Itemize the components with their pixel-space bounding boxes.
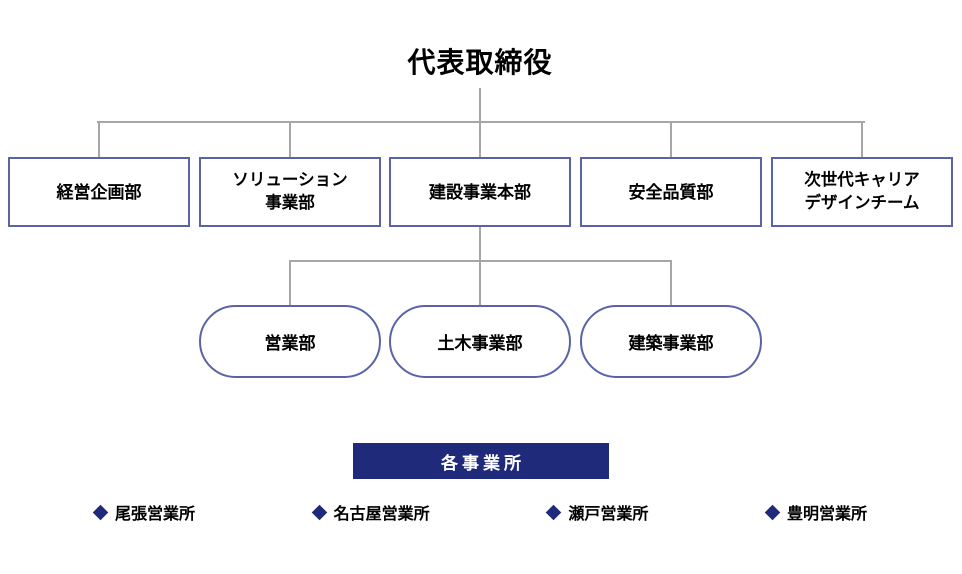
dept-node-anzen-hinshitsu[interactable]: 安全品質部: [580, 157, 762, 227]
connector-drop-dept-1: [98, 121, 100, 157]
division-node-doboku[interactable]: 土木事業部: [389, 305, 571, 378]
office-item-nagoya[interactable]: 名古屋営業所: [311, 500, 430, 524]
connector-drop-dept-3: [479, 121, 481, 157]
diamond-icon: [311, 504, 327, 520]
connector-drop-dept-2: [289, 121, 291, 157]
dept-node-kensetsu-honbu[interactable]: 建設事業本部: [389, 157, 571, 227]
connector-drop-division-2: [479, 260, 481, 305]
division-node-kenchiku[interactable]: 建築事業部: [580, 305, 762, 378]
dept-node-solution[interactable]: ソリューション 事業部: [199, 157, 381, 227]
diamond-icon: [764, 504, 781, 520]
diamond-icon: [92, 504, 109, 520]
offices-banner: 各事業所: [353, 443, 609, 479]
office-label: 尾張営業所: [115, 506, 196, 523]
connector-kensetsu-drop: [479, 227, 481, 261]
connector-level1-bus: [97, 121, 865, 123]
connector-drop-dept-4: [670, 121, 672, 157]
dept-node-career-design[interactable]: 次世代キャリア デザインチーム: [771, 157, 953, 227]
office-item-seto[interactable]: 瀬戸営業所: [546, 500, 649, 524]
office-item-owari[interactable]: 尾張営業所: [92, 500, 196, 524]
office-label: 瀬戸営業所: [568, 506, 649, 523]
connector-root-drop: [479, 88, 481, 122]
offices-list: 尾張営業所 名古屋営業所 瀬戸営業所 豊明営業所: [92, 500, 867, 524]
connector-drop-division-3: [670, 260, 672, 305]
division-node-eigyo[interactable]: 営業部: [199, 305, 381, 378]
root-node-label: 代表取締役: [407, 47, 553, 78]
connector-drop-dept-5: [861, 121, 863, 157]
office-label: 名古屋営業所: [333, 506, 430, 523]
office-label: 豊明営業所: [786, 506, 867, 523]
connector-drop-division-1: [289, 260, 291, 305]
dept-node-keiei-kikaku[interactable]: 経営企画部: [8, 157, 190, 227]
diamond-icon: [546, 504, 562, 520]
office-item-toyoake[interactable]: 豊明営業所: [764, 500, 867, 524]
